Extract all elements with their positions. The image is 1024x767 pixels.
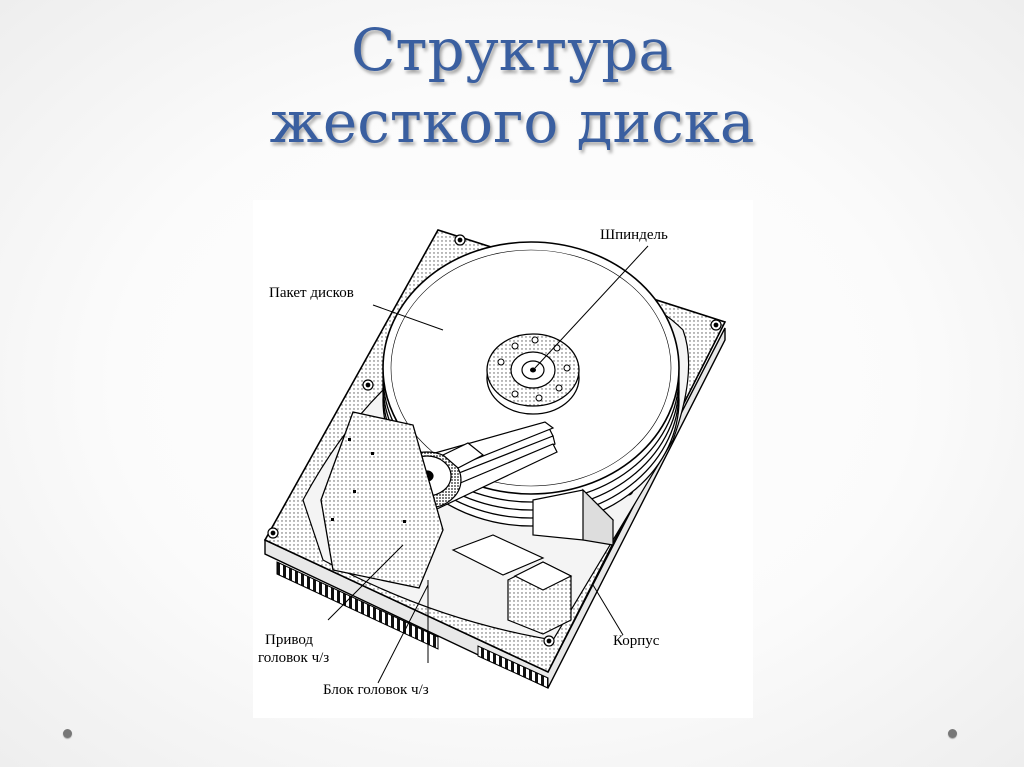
label-case: Корпус xyxy=(613,633,660,649)
label-platters: Пакет дисков xyxy=(269,285,354,301)
leader-lines xyxy=(327,245,649,684)
hard-disk-drawing xyxy=(263,229,727,689)
label-actuator-line2: головок ч/з xyxy=(258,650,330,666)
spindle-hub xyxy=(486,333,580,415)
nav-dot-right xyxy=(948,729,957,738)
connector-strip xyxy=(276,561,439,650)
connector-right xyxy=(477,645,549,689)
nav-dot-left xyxy=(63,729,72,738)
slide-title-line1: Структура xyxy=(351,16,673,84)
magnet-bracket xyxy=(451,488,614,635)
slide-title: Структура жесткого диска xyxy=(0,14,1024,158)
label-actuator-line1: Привод xyxy=(265,632,314,648)
hard-disk-diagram: Шпиндель Пакет дисков Привод головок ч/з… xyxy=(253,200,753,718)
head-actuator xyxy=(320,411,444,589)
label-head-block: Блок головок ч/з xyxy=(323,682,429,698)
label-spindle: Шпиндель xyxy=(600,227,668,243)
slide-title-line2: жесткого диска xyxy=(269,88,755,156)
